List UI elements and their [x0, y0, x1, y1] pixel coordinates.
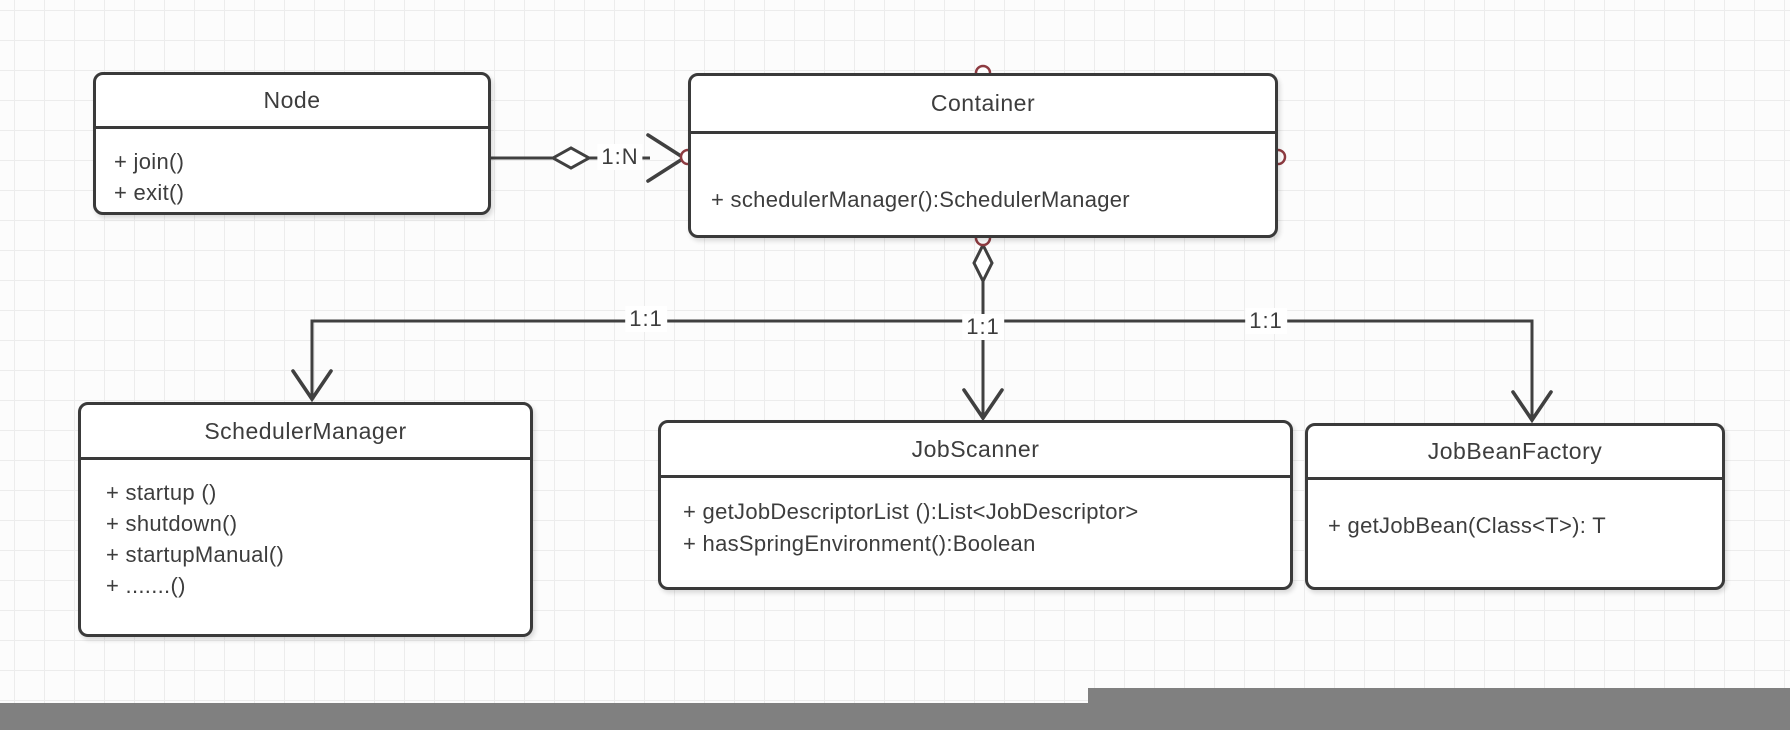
- multiplicity-label[interactable]: 1:1: [1245, 308, 1287, 334]
- connector-container-children[interactable]: [291, 238, 1553, 424]
- class-box-container[interactable]: Container + schedulerManager():Scheduler…: [688, 73, 1278, 238]
- class-box-node[interactable]: Node + join() + exit(): [93, 72, 491, 215]
- aggregation-diamond-icon: [549, 146, 593, 170]
- class-title: Node: [96, 75, 488, 129]
- connector-node-container[interactable]: [491, 133, 688, 183]
- multiplicity-label[interactable]: 1:1: [625, 306, 667, 332]
- class-title: SchedulerManager: [81, 405, 530, 460]
- class-method: + hasSpringEnvironment():Boolean: [683, 531, 1036, 556]
- class-box-jobbeanfactory[interactable]: JobBeanFactory + getJobBean(Class<T>): T: [1305, 423, 1725, 590]
- class-method: + getJobDescriptorList ():List<JobDescri…: [683, 499, 1139, 524]
- open-arrowhead-icon: [962, 388, 1004, 422]
- class-box-schedulermanager[interactable]: SchedulerManager + startup () + shutdown…: [78, 402, 533, 637]
- open-arrowhead-icon: [646, 133, 688, 183]
- class-method: + startup (): [106, 480, 217, 505]
- multiplicity-label[interactable]: 1:N: [597, 144, 643, 170]
- class-title: Container: [691, 76, 1275, 134]
- class-method: + shutdown(): [106, 511, 238, 536]
- aggregation-diamond-icon: [972, 241, 994, 285]
- class-method: + getJobBean(Class<T>): T: [1328, 513, 1606, 538]
- class-method: + join(): [114, 149, 185, 174]
- bottom-gray-strip: [0, 703, 1790, 730]
- class-method: + startupManual(): [106, 542, 285, 567]
- class-box-jobscanner[interactable]: JobScanner + getJobDescriptorList ():Lis…: [658, 420, 1293, 590]
- class-method: + schedulerManager():SchedulerManager: [711, 187, 1130, 212]
- open-arrowhead-icon: [1511, 390, 1553, 424]
- class-method: + .......(): [106, 573, 186, 598]
- multiplicity-label[interactable]: 1:1: [962, 314, 1004, 340]
- class-title: JobScanner: [661, 423, 1290, 478]
- class-method: + exit(): [114, 180, 185, 205]
- open-arrowhead-icon: [291, 369, 333, 403]
- class-title: JobBeanFactory: [1308, 426, 1722, 480]
